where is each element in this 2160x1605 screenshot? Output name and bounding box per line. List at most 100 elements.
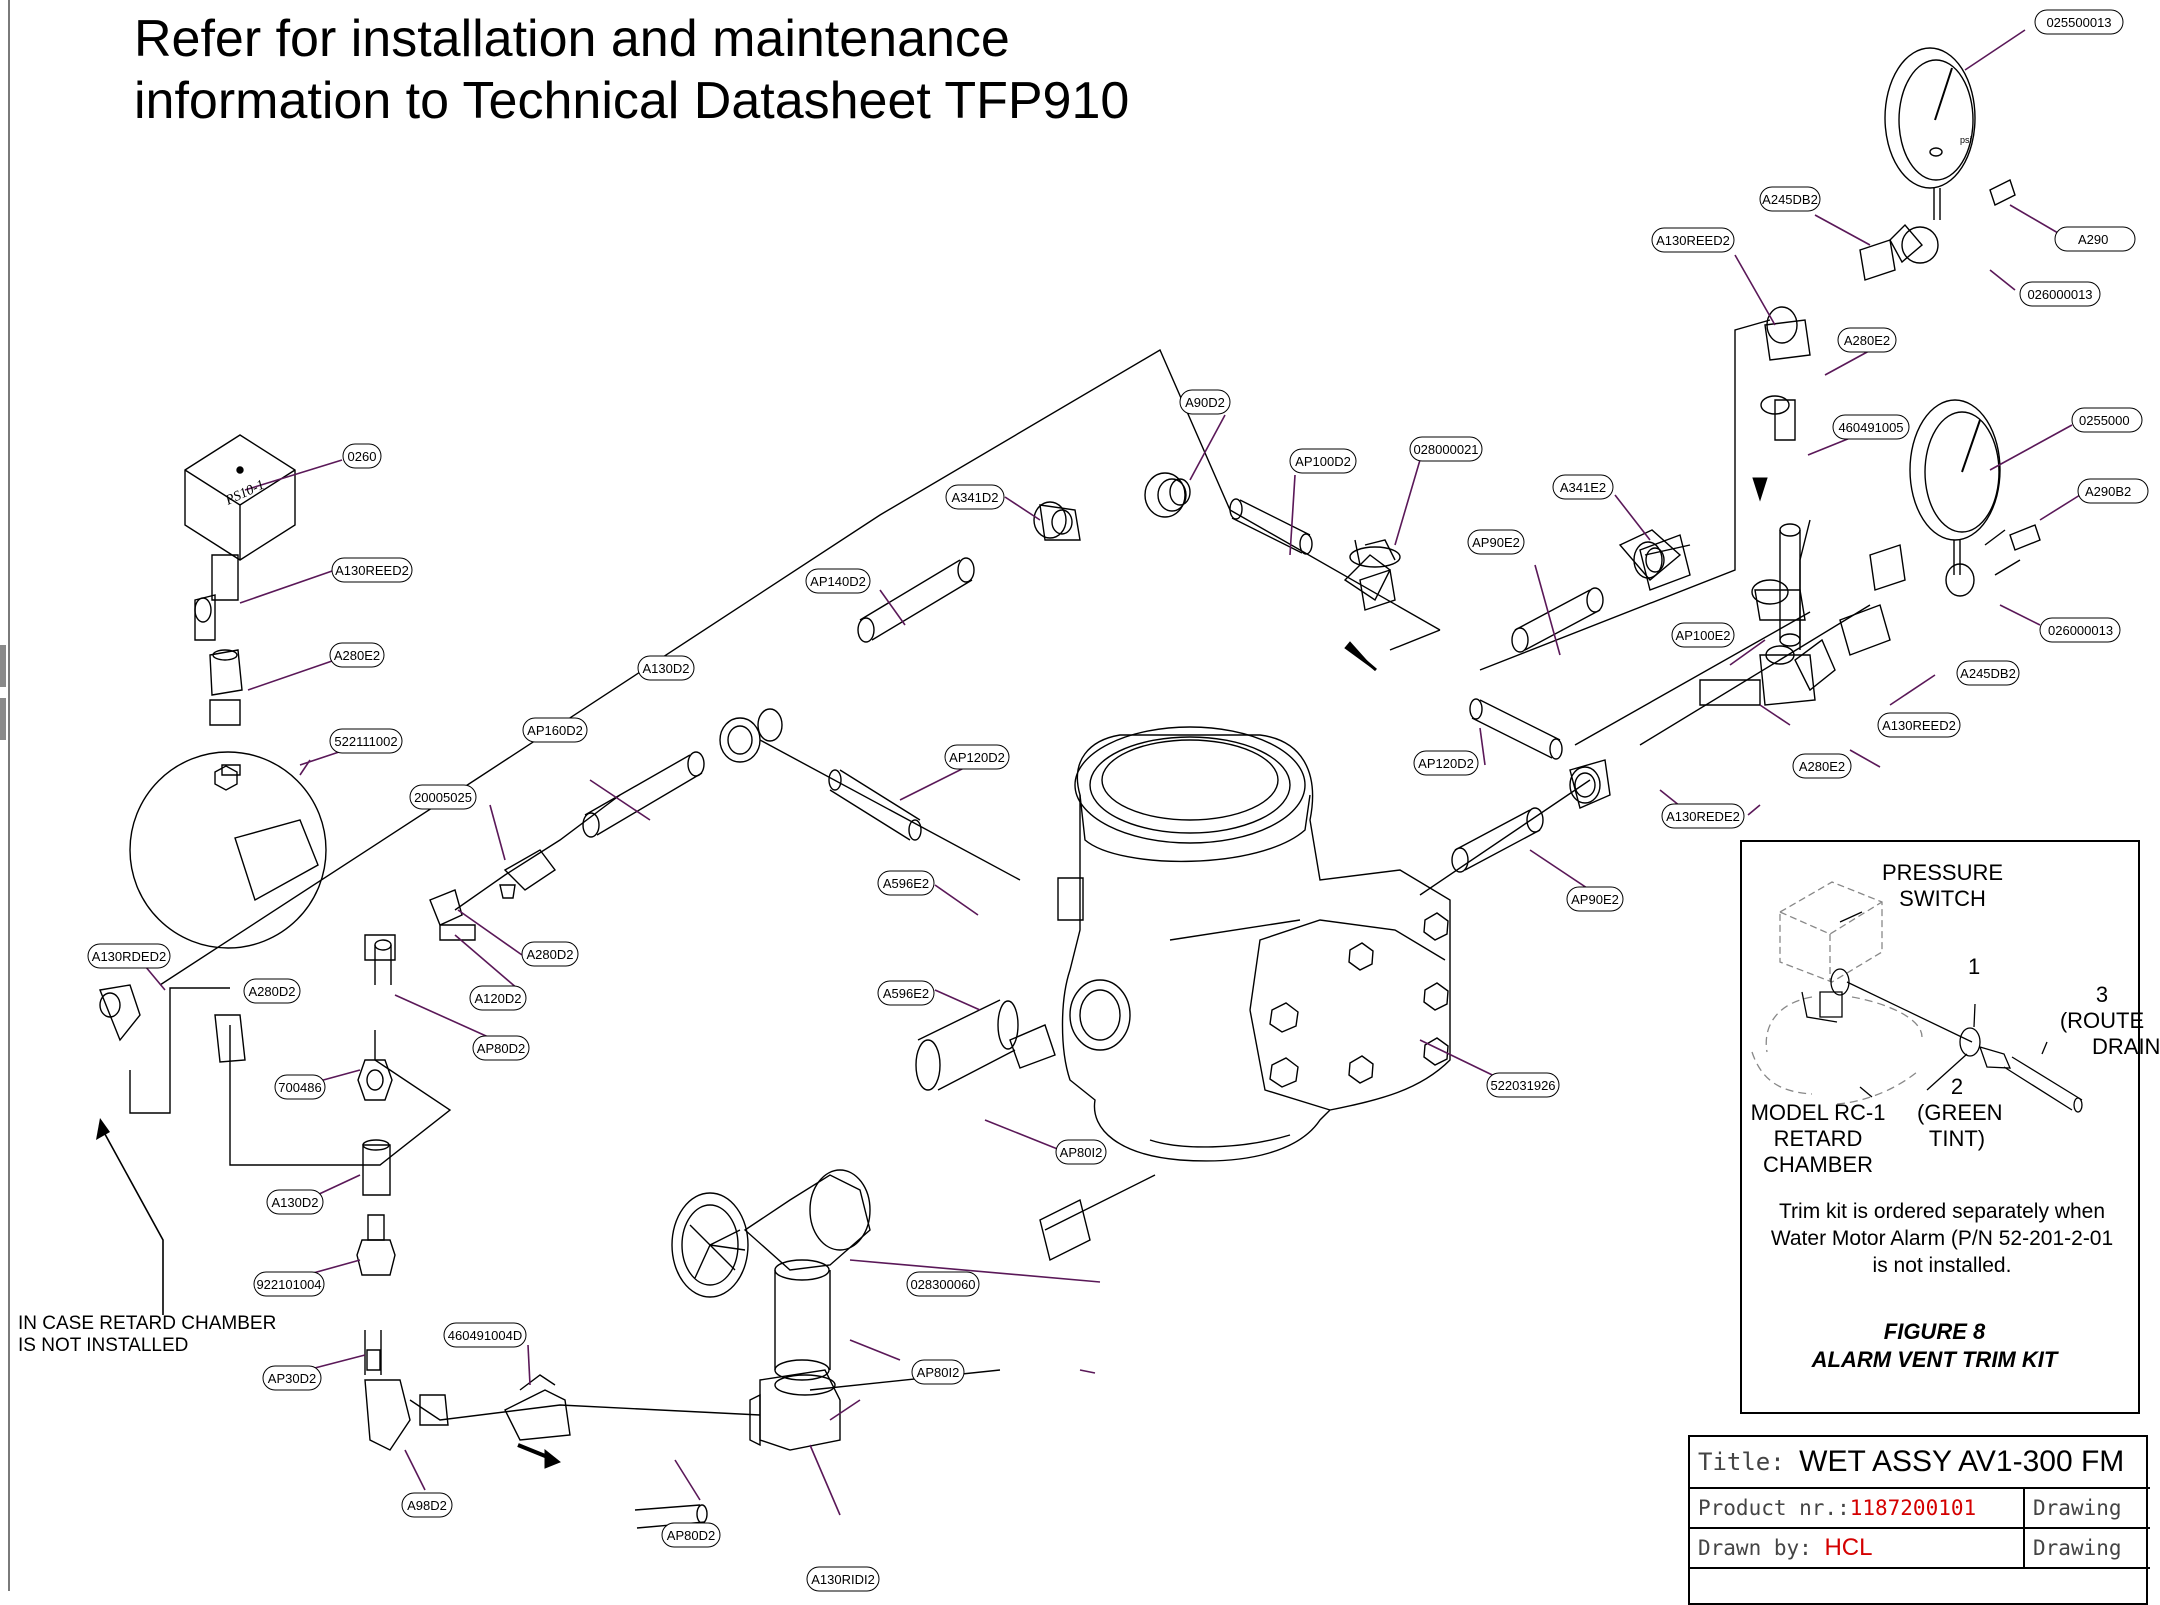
title-label: Title: <box>1698 1448 1785 1476</box>
part-tag: A98D2 <box>401 1492 453 1518</box>
left-frame-tab-2 <box>0 698 6 740</box>
part-tag: A596E2 <box>877 980 935 1006</box>
part-tag: A245DB2 <box>1956 660 2020 686</box>
note-pointer-line <box>99 1124 164 1315</box>
part-tag: A130RIDI2 <box>806 1566 880 1592</box>
part-tag: 0255000 <box>2071 407 2143 433</box>
fig8-route-label-2: DRAIN <box>2092 1034 2160 1059</box>
part-tag: A90D2 <box>1179 389 1231 415</box>
svg-text:A130RIDI2: A130RIDI2 <box>811 1572 875 1587</box>
fig8-trim-note-1: Trim kit is ordered separately when <box>1778 1200 2105 1223</box>
part-tag: 026000013 <box>2019 281 2101 307</box>
part-tag: A130D2 <box>266 1189 324 1215</box>
part-tag: AP100D2 <box>1289 448 1357 474</box>
svg-text:522111002: 522111002 <box>334 734 397 749</box>
svg-text:A130RDED2: A130RDED2 <box>92 949 166 964</box>
alarm-valve-body <box>1057 726 1451 1162</box>
svg-text:922101004: 922101004 <box>256 1277 321 1292</box>
pipe-nipples <box>364 498 1801 1529</box>
retard-note-line-1: IN CASE RETARD CHAMBER <box>18 1313 277 1334</box>
part-tag: 025500013 <box>2034 9 2124 35</box>
part-tag: A290B2 <box>2077 478 2149 504</box>
svg-text:AP120D2: AP120D2 <box>1418 756 1474 771</box>
svg-text:AP30D2: AP30D2 <box>268 1371 316 1386</box>
svg-text:A596E2: A596E2 <box>883 986 929 1001</box>
part-tag: AP140D2 <box>805 568 871 594</box>
part-tag: A245DB2 <box>1759 186 1821 212</box>
svg-text:AP80I2: AP80I2 <box>1060 1145 1103 1160</box>
gauge-face-text: psi <box>1960 135 1972 145</box>
part-tag: A130REED2 <box>1877 712 1961 738</box>
svg-text:A280E2: A280E2 <box>1799 759 1845 774</box>
part-tag: 700486 <box>274 1074 326 1100</box>
part-tag: 20005025 <box>409 784 477 810</box>
svg-text:028000021: 028000021 <box>1413 442 1478 457</box>
fig8-route-label-1: (ROUTE <box>2059 1008 2145 1033</box>
part-tag: AP30D2 <box>262 1365 322 1391</box>
part-tag: A130REED2 <box>331 557 413 583</box>
part-tag: A280E2 <box>1792 753 1852 779</box>
svg-text:AP120D2: AP120D2 <box>949 750 1005 765</box>
angle-valve <box>1343 539 1396 602</box>
fig8-pressure-label-2: SWITCH <box>1899 886 1986 911</box>
part-tag: AP90E2 <box>1566 886 1624 912</box>
part-tag: 522111002 <box>329 728 403 754</box>
note-pointer-arrowhead <box>96 1118 110 1140</box>
svg-text:A290B2: A290B2 <box>2085 484 2131 499</box>
part-tag: 028000021 <box>1409 436 1483 462</box>
svg-text:AP90E2: AP90E2 <box>1571 892 1619 907</box>
part-tag: 026000013 <box>2039 617 2121 643</box>
fig8-green-label-2: TINT) <box>1928 1126 1986 1151</box>
svg-text:AP80D2: AP80D2 <box>667 1528 715 1543</box>
svg-text:0255000: 0255000 <box>2079 413 2130 428</box>
svg-text:025500013: 025500013 <box>2046 15 2111 30</box>
svg-text:A245DB2: A245DB2 <box>1960 666 2016 681</box>
title-block: Title: WET ASSY AV1-300 FM Product nr.:1… <box>1688 1435 2150 1605</box>
svg-text:A341E2: A341E2 <box>1560 480 1606 495</box>
svg-text:A280D2: A280D2 <box>249 984 296 999</box>
drawing-label-2: Drawing <box>2033 1536 2122 1560</box>
part-tag: 522031926 <box>1486 1072 1560 1098</box>
figure-8-drawing <box>1751 881 2083 1113</box>
svg-text:AP160D2: AP160D2 <box>527 723 583 738</box>
title-row: Title: WET ASSY AV1-300 FM <box>1690 1437 2150 1489</box>
fig8-number-2: 2 <box>1950 1074 1964 1099</box>
svg-text:A90D2: A90D2 <box>1185 395 1225 410</box>
part-tag: 922101004 <box>253 1271 325 1297</box>
fig8-green-label-1: (GREEN <box>1917 1100 2003 1125</box>
svg-text:A290: A290 <box>2078 232 2108 247</box>
piping-assembly-drawing: 025500013 A245DB2 A290 A130REED2 0260000… <box>87 9 2149 1592</box>
part-tag: AP120D2 <box>944 744 1010 770</box>
svg-text:AP80I2: AP80I2 <box>917 1365 960 1380</box>
retard-chamber-note: IN CASE RETARD CHAMBER IS NOT INSTALLED <box>18 1313 276 1357</box>
part-tag: AP160D2 <box>522 717 588 743</box>
part-tag: AP120D2 <box>1413 750 1479 776</box>
left-frame-line <box>8 0 10 1591</box>
part-tag: 460491004D <box>443 1322 527 1348</box>
part-tag: A280D2 <box>521 941 579 967</box>
part-tag: AP80I2 <box>911 1359 965 1385</box>
svg-text:AP140D2: AP140D2 <box>810 574 866 589</box>
heading-line-1: Refer for installation and maintenance <box>134 10 1010 68</box>
main-trim-line <box>159 348 1441 986</box>
svg-text:A245DB2: A245DB2 <box>1762 192 1818 207</box>
part-tag: A280E2 <box>329 642 385 668</box>
pipe-fittings <box>99 179 2041 1451</box>
product-label: Product nr.: <box>1698 1496 1850 1520</box>
svg-text:A130D2: A130D2 <box>272 1195 319 1210</box>
svg-text:460491004D: 460491004D <box>448 1328 522 1343</box>
svg-text:028300060: 028300060 <box>910 1277 975 1292</box>
part-tag: A280E2 <box>1837 327 1897 353</box>
svg-text:522031926: 522031926 <box>1490 1078 1555 1093</box>
fig8-number-1: 1 <box>1968 954 1981 979</box>
svg-text:A130REED2: A130REED2 <box>335 563 409 578</box>
part-tag: 0260 <box>342 443 382 469</box>
svg-text:026000013: 026000013 <box>2027 287 2092 302</box>
part-tag: AP90E2 <box>1467 529 1525 555</box>
fig8-trim-note-2: Water Motor Alarm (P/N 52-201-2-01 <box>1770 1227 2114 1250</box>
svg-text:700486: 700486 <box>278 1080 321 1095</box>
part-tag: A290 <box>2054 226 2136 252</box>
svg-text:A280E2: A280E2 <box>334 648 380 663</box>
part-tag: A130D2 <box>637 655 695 681</box>
drawn-row: Drawn by: HCL Drawing <box>1690 1529 2150 1569</box>
